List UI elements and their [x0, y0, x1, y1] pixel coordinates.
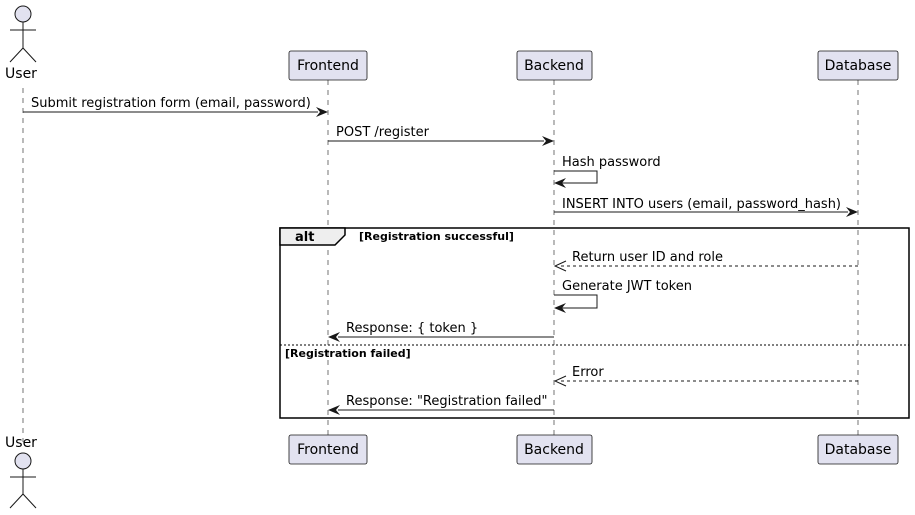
actor-right-leg-icon: [22, 493, 37, 509]
participant-label-user: User: [5, 66, 37, 82]
participant-label-backend: Backend: [524, 442, 584, 458]
participant-box: [817, 434, 899, 465]
participant-label-user: User: [5, 435, 37, 451]
actor-right-leg-icon: [22, 47, 37, 63]
participant-label-frontend: Frontend: [297, 442, 359, 458]
message-label: Return user ID and role: [572, 250, 723, 265]
message-label: Submit registration form (email, passwor…: [31, 96, 311, 111]
participant-box: [288, 50, 368, 81]
open-arrowhead-icon: [553, 375, 567, 387]
actor-head-icon: [14, 5, 32, 23]
message-label: Error: [572, 365, 604, 380]
participant-label-backend: Backend: [524, 58, 584, 74]
alt-keyword: alt: [295, 230, 314, 245]
message-label: Hash password: [562, 155, 661, 170]
participant-label-database: Database: [825, 442, 892, 458]
message-response-token: Response: { token }: [328, 321, 554, 342]
participant-box: [516, 50, 593, 81]
message-response-failed: Response: "Registration failed": [328, 394, 554, 415]
alt-fragment: alt [Registration successful] [Registrat…: [279, 227, 910, 419]
message-post-register: POST /register: [328, 125, 554, 146]
participant-box: [288, 434, 368, 465]
message-label: Response: "Registration failed": [346, 394, 547, 409]
arrowhead-icon: [554, 178, 566, 188]
participant-database-top[interactable]: Database: [817, 50, 899, 81]
message-arrow-line: [554, 170, 598, 184]
actor-user-top[interactable]: User: [5, 5, 37, 82]
message-generate-jwt: Generate JWT token: [554, 279, 692, 313]
message-insert-user: INSERT INTO users (email, password_hash): [554, 197, 858, 217]
participant-box: [516, 434, 593, 465]
open-arrowhead-icon: [553, 260, 567, 272]
alt-guard-failure: [Registration failed]: [285, 347, 411, 360]
actor-user-bottom[interactable]: User: [5, 435, 37, 509]
arrowhead-icon: [316, 107, 328, 117]
message-submit-form: Submit registration form (email, passwor…: [23, 96, 328, 117]
message-label: Generate JWT token: [562, 279, 692, 294]
arrowhead-icon: [328, 405, 340, 415]
alt-fragment-tab: [279, 227, 346, 246]
participant-label-database: Database: [825, 58, 892, 74]
message-label: INSERT INTO users (email, password_hash): [562, 197, 841, 212]
arrowhead-icon: [542, 136, 554, 146]
participant-box: [817, 50, 899, 81]
alt-guard-success: [Registration successful]: [359, 230, 514, 243]
message-label: POST /register: [336, 125, 430, 140]
participant-backend-top[interactable]: Backend: [516, 50, 593, 81]
message-hash-password: Hash password: [554, 155, 661, 188]
arrowhead-icon: [554, 303, 566, 313]
participant-frontend-top[interactable]: Frontend: [288, 50, 368, 81]
actor-left-leg-icon: [9, 493, 24, 509]
message-error: Error: [553, 365, 858, 387]
actor-head-icon: [14, 452, 32, 470]
actor-left-leg-icon: [9, 47, 24, 63]
arrowhead-icon: [328, 332, 340, 342]
message-arrow-line: [554, 294, 598, 309]
participant-frontend-bottom[interactable]: Frontend: [288, 434, 368, 465]
alt-fragment-frame: [279, 227, 910, 419]
message-label: Response: { token }: [346, 321, 478, 336]
message-return-user-id: Return user ID and role: [553, 250, 858, 272]
arrowhead-icon: [846, 207, 858, 217]
participant-database-bottom[interactable]: Database: [817, 434, 899, 465]
participant-label-frontend: Frontend: [297, 58, 359, 74]
participant-backend-bottom[interactable]: Backend: [516, 434, 593, 465]
